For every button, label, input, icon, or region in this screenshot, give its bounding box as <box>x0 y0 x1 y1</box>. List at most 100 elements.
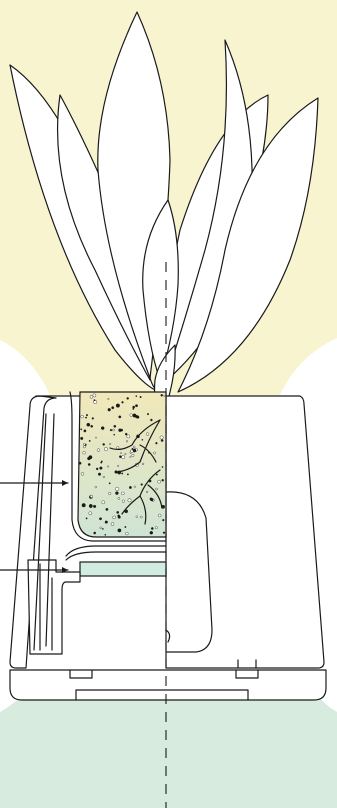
soil-particle <box>85 417 86 418</box>
soil-particle <box>122 401 124 403</box>
soil-particle <box>89 512 92 515</box>
soil-particle <box>98 473 101 476</box>
soil-particle <box>133 449 136 452</box>
soil-particle <box>81 429 82 430</box>
soil-particle <box>97 449 100 452</box>
outer-shell-right-half <box>166 396 324 668</box>
soil-particle <box>136 396 137 397</box>
soil-particle <box>162 466 163 467</box>
soil-particle <box>102 528 103 529</box>
soil-particle <box>80 437 83 440</box>
soil-particle <box>84 430 86 432</box>
soil-particle <box>90 495 93 498</box>
soil-particle <box>126 441 128 443</box>
planter-base <box>10 670 326 700</box>
soil-particle <box>127 474 128 475</box>
soil-particle <box>161 439 163 441</box>
soil-particle <box>90 395 93 398</box>
soil-particle <box>103 443 105 445</box>
soil-particle <box>133 446 135 448</box>
water-level <box>80 562 166 576</box>
soil-particle <box>119 456 121 458</box>
soil-particle <box>125 453 126 454</box>
soil-particle <box>133 406 135 408</box>
soil-particle <box>125 433 127 435</box>
soil-fill <box>78 392 166 537</box>
soil-particle <box>101 462 102 463</box>
soil-particle <box>161 394 163 396</box>
soil-particle <box>150 419 152 421</box>
soil-particle <box>135 405 137 407</box>
soil-particle <box>83 451 86 454</box>
soil-particle <box>158 480 161 483</box>
soil-particle <box>117 465 118 466</box>
soil-particle <box>160 436 163 439</box>
soil-particle <box>87 423 90 426</box>
soil-particle <box>117 511 119 513</box>
soil-particle <box>127 435 130 438</box>
soil-particle <box>83 443 85 445</box>
soil-particle <box>150 498 153 501</box>
soil-particle <box>133 414 136 417</box>
soil-particle <box>99 518 101 520</box>
soil-particle <box>87 457 90 460</box>
soil-particle <box>164 395 165 396</box>
soil-particle <box>121 453 122 454</box>
soil-particle <box>105 534 106 535</box>
soil-particle <box>146 433 149 436</box>
soil-particle <box>118 515 120 517</box>
soil-particle <box>114 434 115 435</box>
soil-particle <box>109 483 110 484</box>
soil-particle <box>130 414 133 417</box>
soil-particle <box>83 446 85 448</box>
soil-particle <box>115 492 118 495</box>
soil-particle <box>163 532 165 534</box>
soil-particle <box>112 407 114 409</box>
reservoir-floor-plate <box>66 546 166 560</box>
soil-particle <box>113 516 116 519</box>
soil-particle <box>140 516 142 518</box>
soil-particle <box>94 532 96 534</box>
soil-particle <box>156 488 158 490</box>
soil-particle <box>130 456 131 457</box>
soil-particle <box>108 408 111 411</box>
soil-particle <box>111 523 114 526</box>
soil-particle <box>108 398 109 399</box>
soil-particle <box>134 486 136 488</box>
soil-particle <box>115 471 118 474</box>
soil-particle <box>93 394 96 397</box>
soil-particle <box>82 503 86 507</box>
soil-particle <box>92 418 94 420</box>
soil-particle <box>150 531 153 534</box>
soil-particle <box>89 504 92 507</box>
soil-particle <box>104 447 107 450</box>
soil-particle <box>93 505 96 508</box>
soil-particle <box>122 473 123 474</box>
soil-particle <box>122 500 125 503</box>
soil-particle <box>162 479 164 481</box>
soil-particle <box>100 467 103 470</box>
soil-particle <box>86 414 88 416</box>
soil-particle <box>119 416 121 418</box>
soil-particle <box>117 447 119 449</box>
soil-particle <box>128 499 131 502</box>
soil-particle <box>86 518 87 519</box>
soil-particle <box>140 396 142 398</box>
soil-particle <box>81 473 84 476</box>
soil-particle <box>132 448 133 449</box>
soil-particle <box>103 476 105 478</box>
soil-particle <box>106 508 108 510</box>
soil-particle <box>101 427 104 430</box>
soil-particle <box>125 526 126 527</box>
soil-particle <box>100 527 102 529</box>
soil-particle <box>142 439 143 440</box>
soil-particle <box>156 442 158 444</box>
soil-particle <box>154 452 156 454</box>
soil-particle <box>115 487 119 491</box>
soil-particle <box>121 492 124 495</box>
soil-particle <box>114 425 116 427</box>
soil-particle <box>108 492 111 495</box>
soil-particle <box>116 404 120 408</box>
soil-particle <box>133 408 134 409</box>
